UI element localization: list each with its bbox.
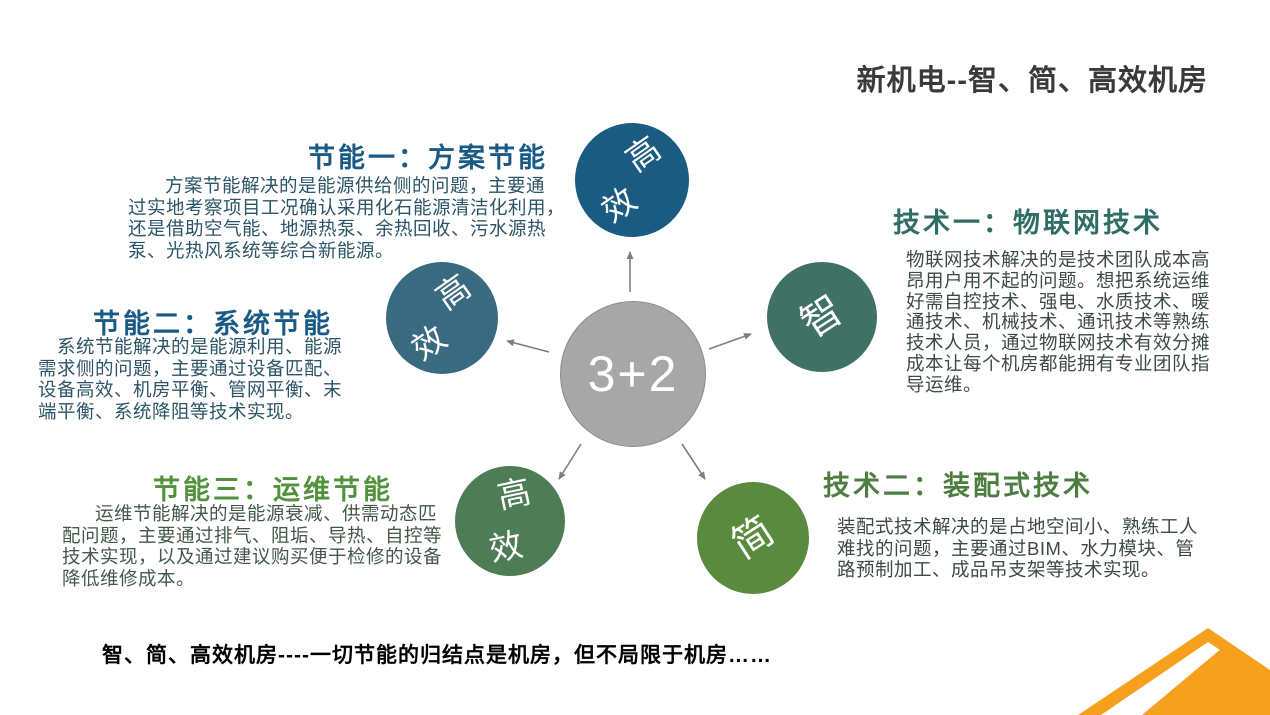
arrow-lower-left (558, 443, 582, 480)
corner-solid-triangle (1142, 648, 1270, 715)
block-heading-technology-1: 技术一：物联网技术 (893, 208, 1163, 238)
arrow-upper-right (708, 333, 752, 350)
block-heading-energy-saving-1: 节能一：方案节能 (308, 143, 548, 173)
node-label-char: 智 (793, 287, 851, 347)
node-label-char: 高 (494, 472, 534, 516)
arrow-upper-left (506, 339, 550, 353)
arrow-lower-right (681, 443, 706, 480)
block-heading-energy-saving-2: 节能二：系统节能 (93, 309, 333, 339)
block-heading-energy-saving-3: 节能三：运维节能 (153, 475, 393, 505)
diagram-center-circle: 3+2 (560, 301, 706, 447)
block-body-technology-1: 物联网技术解决的是技术团队成本高 昂用户用不起的问题。想把系统运维 好需自控技术… (906, 249, 1211, 395)
node-label-char: 效 (594, 180, 644, 230)
node-label-char: 高 (618, 129, 668, 179)
node-smart-right: 智 (767, 262, 877, 372)
slide-title: 新机电--智、简、高效机房 (856, 65, 1208, 97)
node-efficient-left: 高 效 (386, 262, 498, 374)
node-label-char: 高 (428, 267, 478, 317)
block-body-energy-saving-2: 系统节能解决的是能源利用、能源 需求侧的问题，主要通过设备匹配、 设备高效、机房… (38, 336, 343, 422)
node-simple-bottom-right: 简 (697, 482, 809, 594)
block-body-energy-saving-3: 运维节能解决的是能源衰减、供需动态匹 配问题，主要通过排气、阻垢、导热、自控等 … (62, 503, 443, 589)
footer-statement: 智、简、高效机房----一切节能的归结点是机房，但不局限于机房…… (102, 644, 772, 667)
node-label-char: 效 (404, 318, 454, 368)
block-body-energy-saving-1: 方案节能解决的是能源供给侧的问题，主要通 过实地考察项目工况确认采用化石能源清洁… (128, 175, 566, 261)
corner-accent-triangles (1078, 628, 1270, 715)
node-efficient-bottom-left: 高 效 (455, 466, 565, 576)
block-body-technology-2: 装配式技术解决的是占地空间小、熟练工人 难找的问题，主要通过BIM、水力模块、管… (837, 516, 1199, 580)
node-efficient-top: 高 效 (575, 123, 689, 237)
block-heading-technology-2: 技术二：装配式技术 (823, 471, 1093, 501)
diagram-center-label: 3+2 (587, 346, 679, 402)
node-label-char: 效 (486, 525, 526, 569)
node-label-char: 简 (724, 508, 782, 568)
